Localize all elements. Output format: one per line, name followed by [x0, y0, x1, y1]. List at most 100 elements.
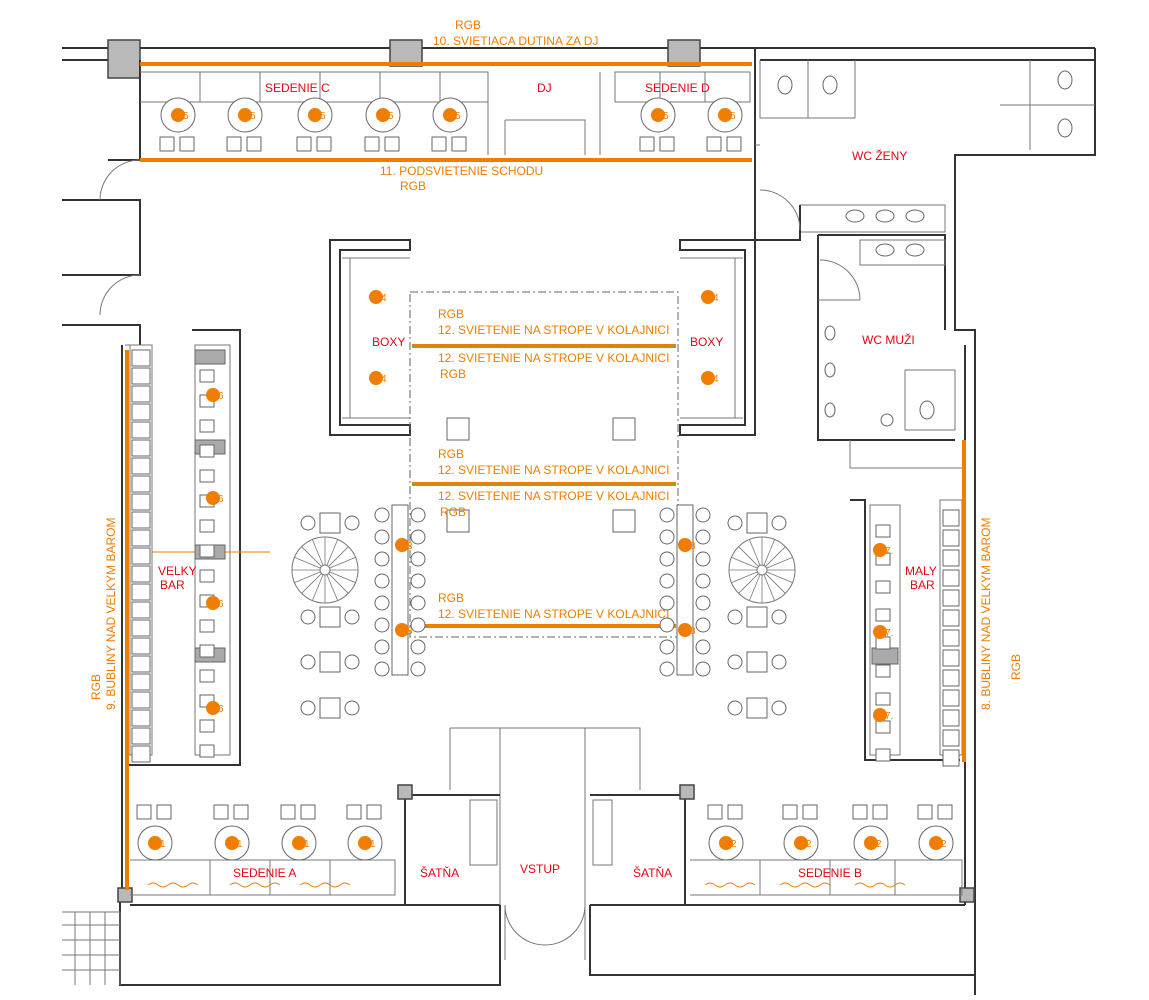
bar-stool — [131, 475, 151, 493]
chair — [410, 661, 426, 677]
boxy-right-label: BOXY — [690, 335, 723, 349]
chair — [726, 136, 742, 152]
bar-stool — [131, 745, 151, 763]
spiral-step — [328, 573, 349, 594]
bar-stool — [131, 601, 151, 619]
light-number: 5 — [663, 111, 669, 122]
light-dot — [873, 625, 887, 639]
light-dot — [206, 596, 220, 610]
bar-seat — [875, 720, 891, 734]
bar-stool — [131, 619, 151, 637]
square-table — [319, 512, 341, 534]
bar-stool — [131, 655, 151, 673]
light-dot — [873, 543, 887, 557]
bar-seat — [875, 608, 891, 622]
chair — [852, 804, 868, 820]
light-dot — [206, 491, 220, 505]
bar-stool — [942, 649, 960, 667]
sedenie-a-label: SEDENIE A — [233, 866, 296, 880]
sedenie-b-bench — [690, 859, 963, 896]
satna-right-label: ŠATŇA — [633, 865, 672, 880]
square-table — [746, 697, 768, 719]
bar-stool — [131, 457, 151, 475]
tables-c-d — [159, 97, 743, 152]
bar-stool — [942, 569, 960, 587]
urinal — [824, 362, 836, 378]
strop-rgb-4: RGB — [440, 505, 466, 519]
bar-pattern — [194, 349, 226, 365]
light-number: 2 — [876, 839, 882, 850]
square-table — [319, 651, 341, 673]
wc-fixtures — [777, 70, 1073, 427]
chair — [344, 609, 360, 625]
spiral-step — [312, 574, 324, 601]
toilet — [1057, 118, 1073, 138]
chair — [300, 515, 316, 531]
light-number: 1 — [304, 839, 310, 850]
light-number: 6 — [218, 704, 224, 715]
light-number: 5 — [730, 111, 736, 122]
light-dot — [794, 836, 808, 850]
square-table — [746, 651, 768, 673]
toilet — [919, 400, 935, 420]
light-number: 5 — [388, 111, 394, 122]
light-dot — [651, 108, 665, 122]
light-number: 7. — [885, 628, 893, 639]
chair — [937, 804, 953, 820]
spiral-step — [731, 571, 758, 583]
spiral-step — [766, 557, 793, 569]
chair — [344, 700, 360, 716]
chair — [706, 136, 722, 152]
wc-area — [755, 59, 1095, 469]
dj-booth — [487, 72, 601, 155]
bar-stool — [942, 689, 960, 707]
doors — [99, 159, 586, 960]
strop-rgb-3: RGB — [438, 447, 464, 461]
sink — [845, 209, 865, 223]
light-dot — [376, 108, 390, 122]
bar-seat — [199, 744, 215, 758]
light-number: 3 — [690, 541, 696, 552]
chair — [771, 515, 787, 531]
chair — [344, 654, 360, 670]
light-dot — [678, 623, 692, 637]
bar-stool — [942, 529, 960, 547]
chair — [771, 700, 787, 716]
spiral-step — [738, 546, 759, 567]
chair — [431, 136, 447, 152]
spiral-step — [765, 573, 786, 594]
light-dot — [369, 290, 383, 304]
bar-stool — [942, 509, 960, 527]
square-table — [319, 606, 341, 628]
chair — [659, 661, 675, 677]
bar-stool — [942, 669, 960, 687]
spiral-stairs — [291, 536, 796, 604]
light-number: 6 — [218, 391, 224, 402]
light-dot — [395, 623, 409, 637]
light-number: 1 — [370, 839, 376, 850]
spiral-step — [328, 546, 349, 567]
chair — [233, 804, 249, 820]
bar-stool — [131, 367, 151, 385]
light-number: 1 — [237, 839, 243, 850]
bar-stool — [942, 709, 960, 727]
spiral-step — [294, 571, 321, 583]
bar-seat — [199, 719, 215, 733]
spiral-step — [329, 571, 356, 583]
bar-seat — [875, 580, 891, 594]
velky-bar-cells — [131, 349, 226, 763]
light-dot — [369, 371, 383, 385]
maly-bar-label-1: MALY — [905, 564, 937, 578]
strop-rgb-5: RGB — [438, 591, 464, 605]
chair — [802, 804, 818, 820]
bar-seat — [199, 369, 215, 383]
bar-stool — [131, 547, 151, 565]
chair — [659, 573, 675, 589]
chair — [374, 639, 390, 655]
light-number: 6 — [218, 494, 224, 505]
spiral-core — [319, 564, 331, 576]
chair — [727, 654, 743, 670]
toilet — [1057, 70, 1073, 90]
